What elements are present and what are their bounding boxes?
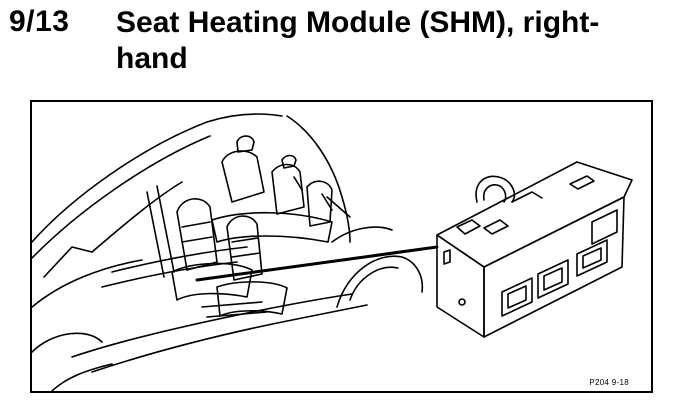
seat-heating-module-drawing <box>436 161 633 338</box>
seats-drawing <box>171 135 333 318</box>
component-location-illustration: P204 9-18 <box>30 100 653 393</box>
figure-code: P204 9-18 <box>589 378 629 387</box>
section-number: 9/13 <box>9 5 70 38</box>
section-heading: 9/13 Seat Heating Module (SHM), right-ha… <box>0 0 688 80</box>
leader-line <box>195 245 439 282</box>
line-drawing <box>32 113 633 391</box>
page-title: Seat Heating Module (SHM), right-hand <box>116 6 600 75</box>
